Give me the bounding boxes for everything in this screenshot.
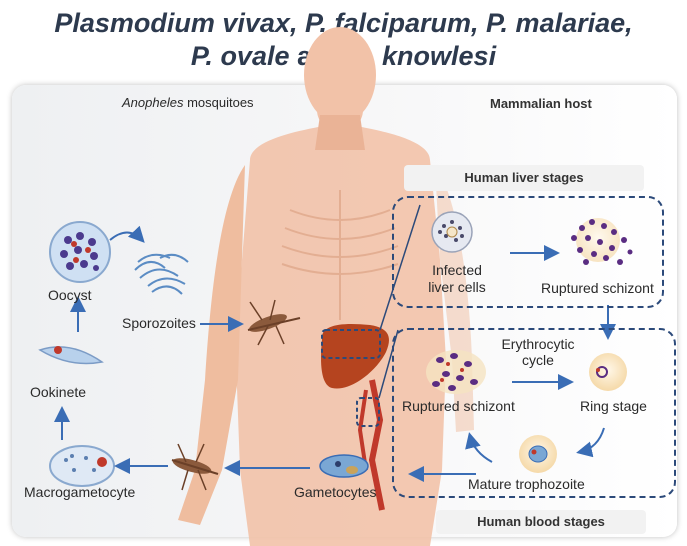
mature-trophozoite-label: Mature trophozoite xyxy=(468,476,585,492)
liver-ruptured-schizont-label: Ruptured schizont xyxy=(541,280,654,296)
gametocytes-label: Gametocytes xyxy=(294,484,376,500)
macrogametocyte-icon xyxy=(50,446,114,486)
ring-stage-label: Ring stage xyxy=(580,398,647,414)
mosquito-header: Anopheles mosquitoes xyxy=(122,95,254,110)
macrogametocyte-label: Macrogametocyte xyxy=(24,484,135,500)
oocyst-label: Oocyst xyxy=(48,287,92,303)
blood-stages-title: Human blood stages xyxy=(436,510,646,534)
sporozoites-label: Sporozoites xyxy=(122,315,196,331)
oocyst-icon xyxy=(50,222,110,282)
host-header: Mammalian host xyxy=(490,96,592,111)
infected-liver-cells-label: Infectedliver cells xyxy=(426,262,488,296)
blood-ruptured-schizont-label: Ruptured schizont xyxy=(402,398,515,414)
ookinete-label: Ookinete xyxy=(30,384,86,400)
liver-stages-title: Human liver stages xyxy=(404,165,644,191)
sporozoites-icon xyxy=(135,255,188,294)
erythrocytic-cycle-label: Erythrocyticcycle xyxy=(488,336,588,368)
gametocytes-icon xyxy=(320,455,368,477)
ookinete-icon xyxy=(40,346,102,364)
